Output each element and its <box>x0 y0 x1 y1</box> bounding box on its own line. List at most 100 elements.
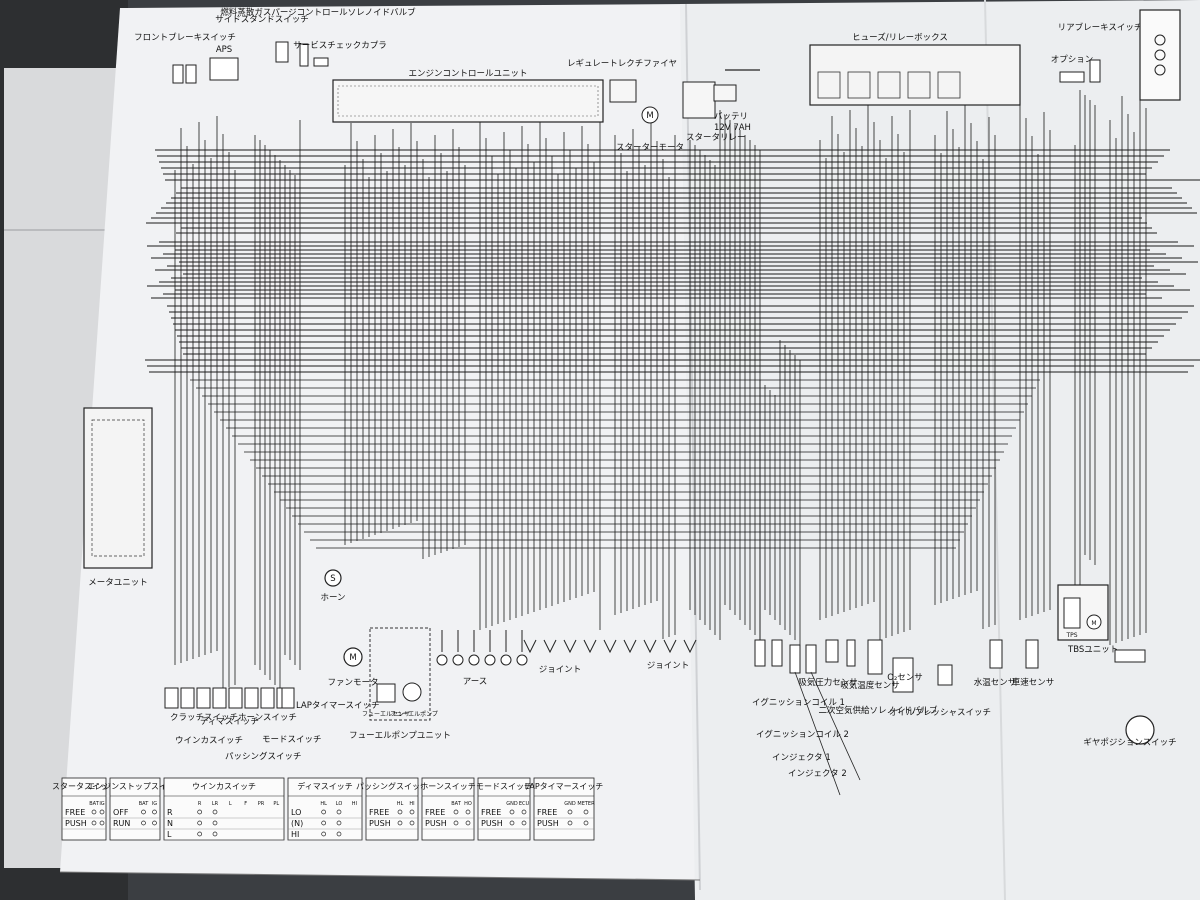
starter-motor-label: スターターモータ <box>616 143 684 153</box>
horizontal-wires <box>145 149 1200 549</box>
water-temp-label: 水温センサ <box>974 677 1017 688</box>
earth-symbol <box>516 654 528 666</box>
switch-table-title: スタータスイッチ <box>52 782 116 791</box>
starter-relay-battery: スタータリレー バッテリ 12V 7AH <box>682 69 760 143</box>
switch-connector <box>196 687 211 709</box>
switch-table-row: FREE <box>369 808 389 817</box>
fan-motor-label: ファンモータ <box>327 678 378 688</box>
switch-table-head: IG <box>99 801 104 807</box>
ignition-coil-1-label: イグニッションコイル 1 <box>752 697 845 708</box>
meter-unit-edge <box>1139 9 1181 101</box>
switch-table-row: PUSH <box>481 819 503 828</box>
joint-symbol <box>663 639 677 654</box>
component-connector <box>1025 639 1039 669</box>
component-connector <box>867 639 883 675</box>
earth-symbol <box>436 654 448 666</box>
lap-timer-switch-label: LAPタイマースイッチ <box>296 701 379 711</box>
regulator-rectifier: レギュレートレクチファイヤ <box>567 59 677 103</box>
fuel-evap-solenoid: 燃料蒸散ガスパージコントロールソレノイドバルブ <box>220 7 416 67</box>
component-connector <box>825 639 839 663</box>
switch-table-row: PUSH <box>537 819 559 828</box>
fuel-pump-unit-label: フューエルポンプユニット <box>349 731 451 741</box>
switch-table-head: GND <box>564 801 576 807</box>
switch-connector <box>180 687 195 709</box>
fuel-pump-label: フューエルポンプ <box>390 710 438 718</box>
joint-symbol <box>683 639 697 654</box>
switch-table-head: HL <box>397 801 404 807</box>
switch-table-head: IG <box>152 801 157 807</box>
fuel-evap-solenoid-label: 燃料蒸散ガスパージコントロールソレノイドバルブ <box>220 7 416 18</box>
fan-motor-m: M <box>349 653 356 663</box>
switch-table-head: BAT <box>451 801 461 807</box>
switch-table-row: R <box>167 808 173 817</box>
side-stand-switch-label: サイドスタンドスイッチ <box>215 15 309 25</box>
switch-table-row: OFF <box>113 808 129 817</box>
switch-table-head: F <box>244 801 247 807</box>
switch-table-row: PUSH <box>65 819 87 828</box>
service-coupler-label: サービスチェックカプラ <box>293 41 387 51</box>
switch-table-row: FREE <box>65 808 85 817</box>
joint-symbol <box>523 639 537 654</box>
starter-motor: M スターターモータ <box>616 106 684 153</box>
intake-temp-label: 吸気温度センサ <box>840 680 900 691</box>
o2-sensor-label: O₂センサ <box>887 673 923 683</box>
earth-label: アース <box>463 677 488 687</box>
switch-table-head: LO <box>336 801 343 807</box>
component-connector <box>805 644 817 674</box>
fuse-relay-box: ヒューズ/リレーボックス <box>809 32 1021 106</box>
bottom-right-components <box>754 639 1039 796</box>
switch-table-head: METER <box>577 801 595 807</box>
fuel-pump-unit: フューエルポンプユニット フューエルセンサ フューエルポンプ <box>349 627 451 741</box>
meter-unit: メータユニット <box>83 407 153 588</box>
injector-2-label: インジェクタ 2 <box>788 769 847 779</box>
dimmer-switch-label: ディマスイッチ <box>200 716 259 727</box>
speed-sensor-label: 車速センサ <box>1012 677 1055 688</box>
switch-table-row: N <box>167 819 173 828</box>
joint-symbol <box>543 639 557 654</box>
switch-table-row: FREE <box>481 808 501 817</box>
switch-table-head: HI <box>409 801 414 807</box>
switch-table-title: LAPタイマースイッチ <box>525 782 604 791</box>
secondary-air-label: 二次空気供給ソレノイドバルブ <box>818 705 938 716</box>
page-fold <box>685 3 701 891</box>
horn-label: ホーン <box>320 593 345 603</box>
switch-table-head: BAT <box>89 801 99 807</box>
switch-table-head: L <box>229 801 232 807</box>
gear-position-switch: ギヤポジションスイッチ <box>1083 649 1177 748</box>
aps: APS <box>209 45 239 81</box>
switch-table-head: HL <box>320 801 327 807</box>
horn-switch-label: ホーンスイッチ <box>238 713 297 723</box>
oil-pressure-label: オイルプレッシャスイッチ <box>889 708 991 718</box>
switch-table-head: R <box>198 801 202 807</box>
switch-connector <box>212 687 227 709</box>
component-connector <box>789 644 801 674</box>
switch-table-row: PUSH <box>425 819 447 828</box>
switch-table-head: LR <box>212 801 219 807</box>
component-connector <box>937 664 953 686</box>
switch-table-title: パッシングスイッチ <box>356 781 428 791</box>
horn-s: S <box>330 574 335 584</box>
rear-brake-switch: リアブレーキスイッチ <box>1058 22 1143 83</box>
injector-1-label: インジェクタ 1 <box>772 753 831 763</box>
earth-symbol <box>468 654 480 666</box>
switch-table-row: RUN <box>113 819 130 828</box>
rear-brake-switch-label: リアブレーキスイッチ <box>1058 22 1143 33</box>
right-page <box>680 0 1200 900</box>
horn: S ホーン <box>320 569 346 603</box>
mode-switch-label: モードスイッチ <box>262 735 322 745</box>
winker-switch-label: ウインカスイッチ <box>175 736 243 746</box>
switch-table-title: ウインカスイッチ <box>192 782 256 791</box>
earth-symbol <box>452 654 464 666</box>
ecu-label: エンジンコントロールユニット <box>408 69 527 79</box>
earth-symbols <box>436 630 697 666</box>
regulator-label: レギュレートレクチファイヤ <box>567 59 677 69</box>
component-connector <box>989 639 1003 669</box>
